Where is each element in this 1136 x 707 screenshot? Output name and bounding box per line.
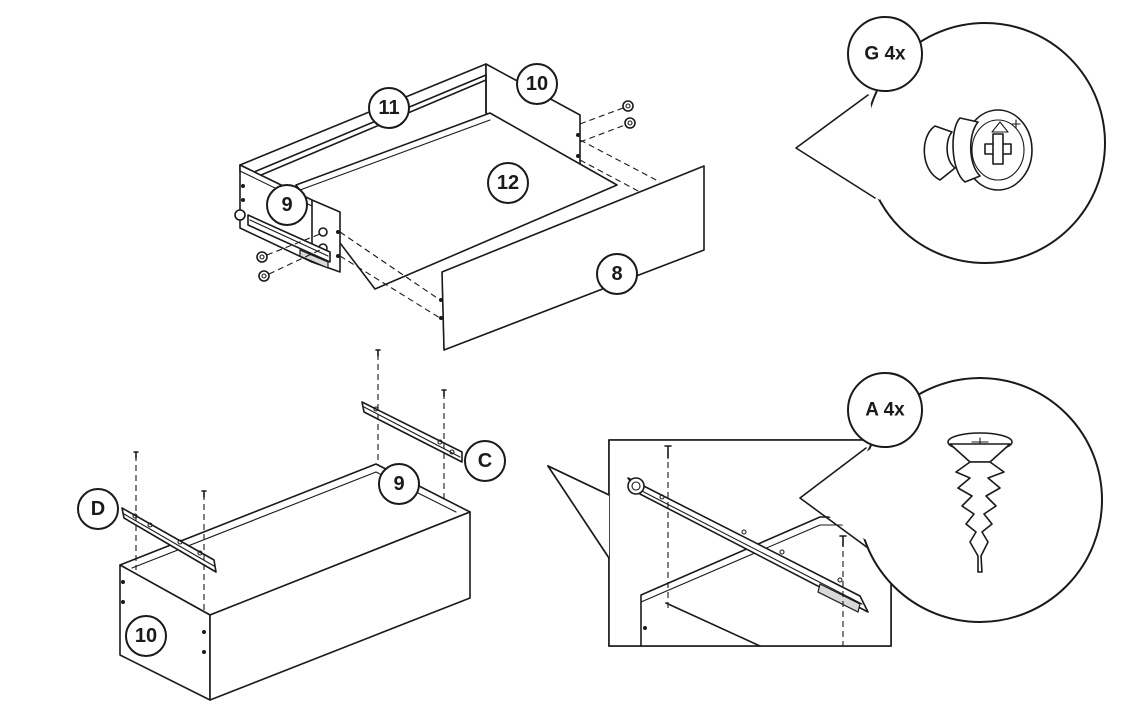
drawer-box-assembly: [234, 63, 705, 351]
drawer-rail-assembly: [119, 349, 471, 701]
svg-text:D: D: [91, 498, 105, 520]
part-label-10-bottom: 10: [125, 615, 167, 657]
part-label-9-bottom: 9: [378, 463, 420, 505]
callout-cam-lock: G 4x: [795, 16, 1106, 264]
front-panel: [439, 165, 705, 351]
alignment-lines-top: [339, 139, 661, 319]
rail-d: [121, 451, 217, 610]
part-label-10-top: 10: [516, 63, 558, 105]
rail-c: [361, 349, 463, 500]
svg-text:11: 11: [378, 97, 399, 119]
part-label-12: 12: [487, 162, 529, 204]
callout-screw: A 4x: [799, 372, 1103, 623]
svg-text:12: 12: [497, 172, 519, 194]
part-label-8: 8: [596, 253, 638, 295]
svg-text:C: C: [478, 450, 492, 472]
svg-text:9: 9: [393, 473, 404, 495]
part-label-c: C: [464, 440, 506, 482]
part-label-11: 11: [368, 87, 410, 129]
cam-lock-fitting-icon: [923, 109, 1033, 191]
cam-fittings-left: [256, 233, 321, 282]
part-label-d: D: [77, 488, 119, 530]
screw-quantity-label: A 4x: [865, 400, 905, 421]
wood-screw-icon: [947, 432, 1013, 573]
svg-text:10: 10: [526, 73, 548, 95]
cam-lock-quantity-label: G 4x: [864, 44, 906, 65]
rail-detail-view: [547, 439, 892, 647]
part-label-9-top: 9: [266, 184, 308, 226]
cam-fittings-right: [579, 100, 636, 143]
bottom-panel: [295, 112, 618, 290]
svg-text:10: 10: [135, 625, 157, 647]
svg-text:9: 9: [281, 194, 292, 216]
svg-text:8: 8: [611, 263, 622, 285]
